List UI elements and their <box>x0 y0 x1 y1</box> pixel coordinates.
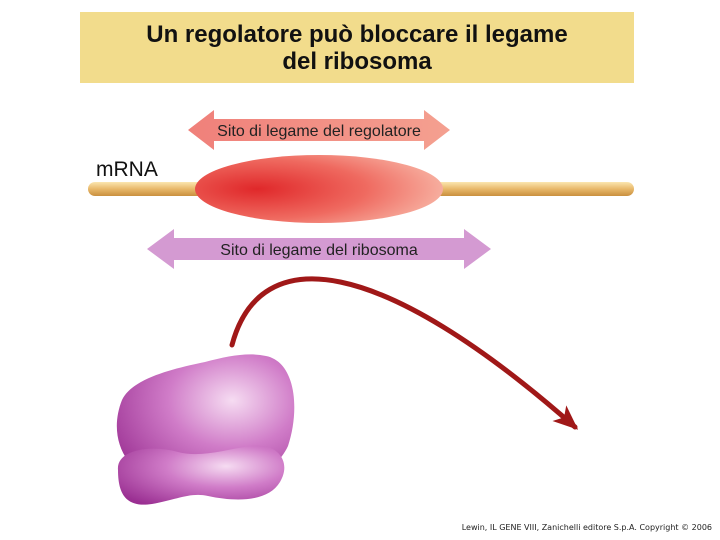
mrna-label: mRNA <box>96 158 158 181</box>
title-line-1: Un regolatore può bloccare il legame <box>146 20 568 48</box>
title-box: Un regolatore può bloccare il legame del… <box>80 12 634 83</box>
title-line-2: del ribosoma <box>282 47 432 75</box>
ribosome-site-label: Sito di legame del ribosoma <box>220 242 418 259</box>
ribosome-site-arrow <box>147 229 491 269</box>
credit-text: Lewin, IL GENE VIII, Zanichelli editore … <box>461 523 712 532</box>
ribosome-small-subunit <box>117 445 285 505</box>
curved-arrow <box>229 276 579 430</box>
regulator-site-arrow <box>188 110 450 150</box>
regulator-protein <box>195 155 443 223</box>
regulator-site-label: Sito di legame del regolatore <box>217 123 421 140</box>
